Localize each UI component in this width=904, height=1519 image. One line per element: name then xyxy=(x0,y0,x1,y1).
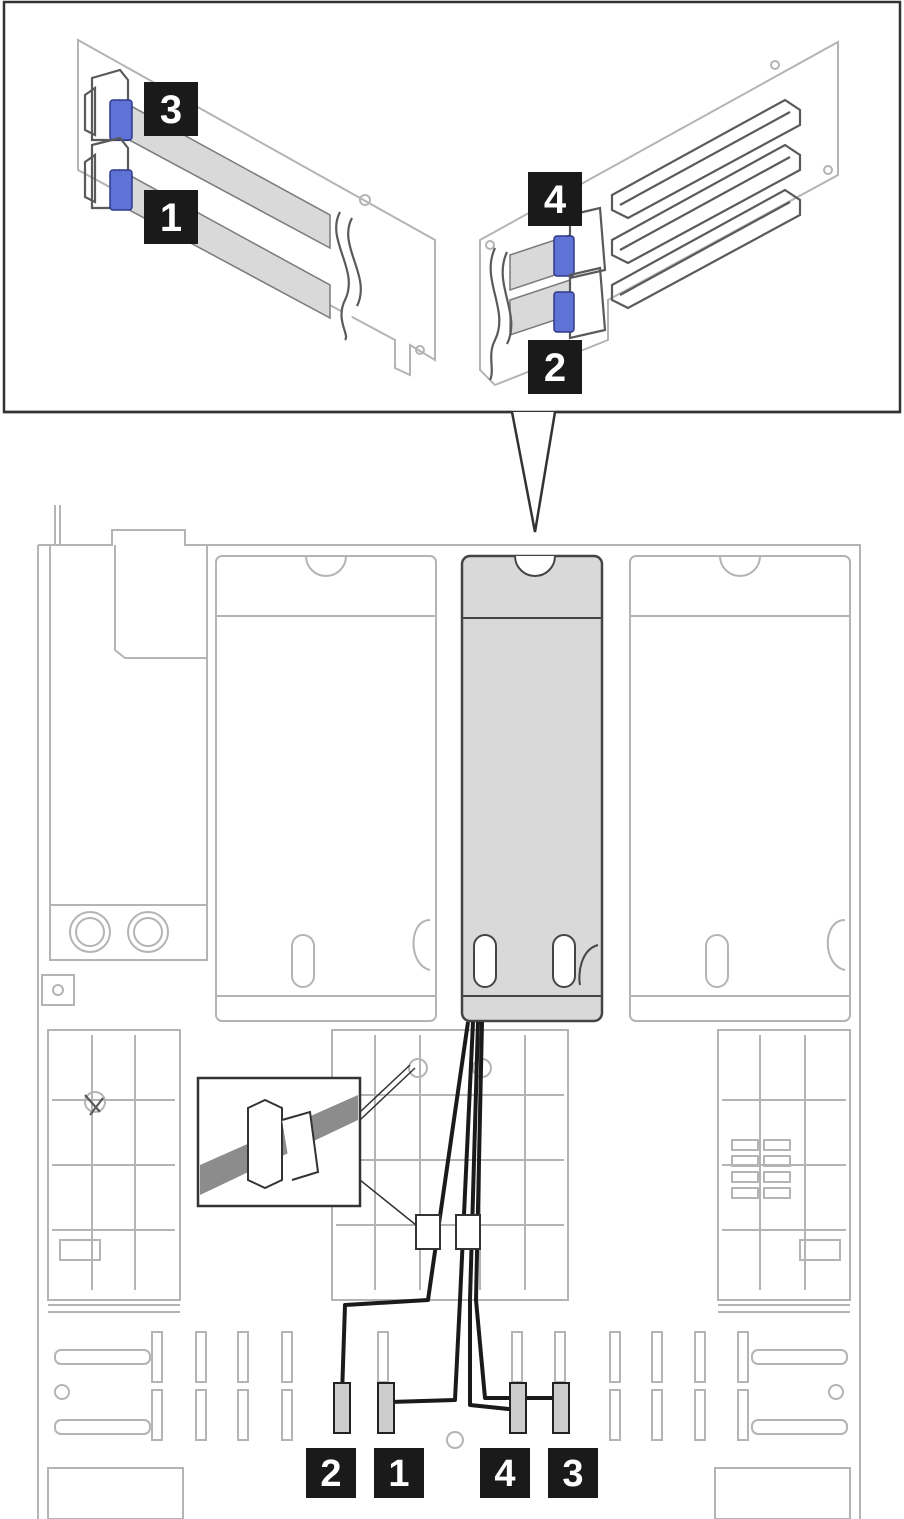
pcie-slot-3 xyxy=(610,188,802,310)
cable-2 xyxy=(340,1021,470,1396)
inset-clip xyxy=(247,1098,283,1190)
detail-pointer xyxy=(510,411,557,533)
callout-label: 2 xyxy=(320,1453,341,1495)
air-baffle-right xyxy=(717,1029,851,1301)
dimm-strip-right xyxy=(718,1304,850,1435)
routed-cables xyxy=(333,1021,570,1434)
cable-3 xyxy=(474,1021,560,1400)
air-baffle-left xyxy=(47,1029,181,1301)
riser-slot-right xyxy=(629,555,851,1022)
callout-badge: 2 xyxy=(528,340,582,394)
callout-label: 2 xyxy=(544,346,566,390)
dimm-strip-left xyxy=(48,1304,180,1435)
right-connector-2 xyxy=(553,266,607,340)
callout-label: 1 xyxy=(160,196,182,240)
right-connector-4 xyxy=(553,206,607,280)
cable-clip-inset xyxy=(196,1064,417,1226)
cable-clip xyxy=(455,1214,481,1250)
left-connector-1 xyxy=(83,136,133,211)
callout-badge: 4 xyxy=(480,1448,530,1498)
callout-badge: 1 xyxy=(374,1448,424,1498)
power-supply-bay xyxy=(41,545,208,1006)
server-chassis xyxy=(37,505,861,1519)
connector-end-2 xyxy=(333,1382,351,1434)
callout-badge: 3 xyxy=(548,1448,598,1498)
pointer-mask xyxy=(500,402,570,410)
connector-end-3 xyxy=(552,1382,570,1434)
callout-badge: 2 xyxy=(306,1448,356,1498)
riser-slot-left xyxy=(215,555,437,1022)
left-connector-3 xyxy=(83,68,133,142)
callout-badge: 3 xyxy=(144,82,198,136)
callout-badge: 4 xyxy=(528,172,582,226)
cable-clip xyxy=(415,1214,441,1250)
connector-end-4 xyxy=(509,1382,527,1434)
callout-label: 3 xyxy=(160,88,182,132)
cable-1 xyxy=(389,1021,475,1404)
callout-label: 1 xyxy=(388,1453,409,1495)
pcie-slot-2 xyxy=(610,143,802,265)
pcie-slot-1 xyxy=(610,98,802,220)
riser-detail-panel: 3 1 4 2 xyxy=(2,0,902,414)
board-connectors xyxy=(47,1331,851,1519)
air-baffle-middle xyxy=(331,1029,569,1301)
callout-badge: 1 xyxy=(144,190,198,244)
cable-4 xyxy=(468,1021,519,1412)
callout-label: 3 xyxy=(562,1453,583,1495)
connector-end-1 xyxy=(377,1382,395,1434)
callout-label: 4 xyxy=(544,178,567,222)
callout-label: 4 xyxy=(494,1453,515,1495)
right-riser-bracket xyxy=(479,40,839,387)
riser-slot-middle xyxy=(460,554,604,1023)
